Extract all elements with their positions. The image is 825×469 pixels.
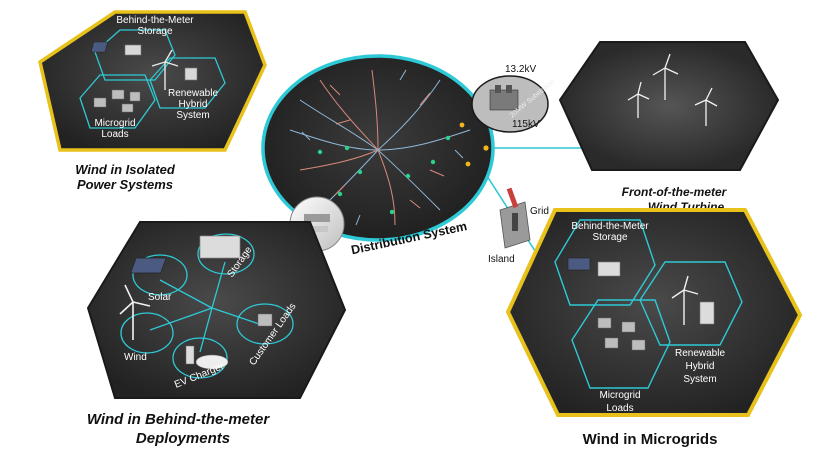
- distribution-nodes: [317, 135, 451, 215]
- switch-island-label: Island: [488, 254, 515, 265]
- isolated-loads-label-2: Loads: [101, 129, 128, 140]
- battery-storage-icon: [597, 261, 715, 325]
- panel-behind-meter: Solar Storage Wind EV Charger Customer L…: [87, 221, 347, 447]
- isolated-storage-label-2: Storage: [137, 26, 172, 37]
- solar-panel-icon: [130, 257, 167, 274]
- substation-icon: [471, 75, 549, 133]
- microgrids-caption: Wind in Microgrids: [583, 431, 718, 448]
- isolated-hybrid-hex: [149, 57, 226, 109]
- behind-meter-links: [120, 233, 294, 379]
- battery-storage-icon: [199, 235, 241, 259]
- microgrids-loads-hex: [571, 299, 671, 389]
- isolated-storage-hex: [94, 29, 176, 81]
- isolated-loads-label-1: Microgrid: [94, 118, 135, 129]
- solar-panel-icon: [567, 257, 591, 271]
- isolated-hybrid-label-1: Renewable: [168, 88, 218, 99]
- distribution-yellow-nodes: [459, 122, 489, 167]
- isolated-hybrid-label-2: Hybrid: [179, 99, 208, 110]
- panel-isolated-power: Behind-the-Meter Storage Renewable Hybri…: [38, 10, 267, 192]
- house-icon: [597, 317, 646, 351]
- wind-turbine-icon: [119, 284, 151, 340]
- substation-kv-low: 115kV: [512, 119, 540, 130]
- panel-front-of-meter: Front-of-the-meter Wind Turbine: [558, 41, 780, 214]
- isolated-storage-label-1: Behind-the-Meter: [116, 15, 194, 26]
- micro-loads-label-2: Loads: [606, 403, 633, 414]
- microgrids-storage-hex: [554, 219, 656, 306]
- switch-icon: [499, 187, 531, 249]
- micro-hybrid-label-2: Hybrid: [686, 361, 715, 372]
- wind-turbine-icon: [627, 53, 718, 126]
- micro-storage-label-2: Storage: [592, 232, 627, 243]
- microgrids-hybrid-hex: [639, 261, 743, 346]
- battery-storage-icon: [124, 44, 198, 81]
- front-of-meter-hex: [558, 41, 780, 171]
- distribution-system: 13.2kV 115kV 20MW Substation Distributio…: [261, 54, 556, 265]
- micro-loads-label-1: Microgrid: [599, 390, 640, 401]
- micro-hybrid-label-3: System: [683, 374, 716, 385]
- micro-hybrid-label-1: Renewable: [675, 348, 725, 359]
- wind-turbine-icon: [151, 49, 179, 90]
- switch-grid-label: Grid: [530, 206, 549, 217]
- isolated-caption-1: Wind in Isolated: [75, 162, 176, 177]
- label-wind: Wind: [124, 352, 147, 363]
- isolated-caption-2: Power Systems: [77, 177, 173, 192]
- panel-microgrids: Behind-the-Meter Storage Renewable Hybri…: [505, 208, 803, 448]
- micro-storage-label-1: Behind-the-Meter: [571, 221, 649, 232]
- solar-panel-icon: [90, 41, 109, 53]
- label-solar: Solar: [148, 292, 172, 303]
- behind-caption-2: Deployments: [136, 430, 230, 447]
- wind-turbine-icon: [671, 275, 699, 325]
- isolated-hybrid-label-3: System: [176, 110, 209, 121]
- behind-caption-1: Wind in Behind-the-meter: [87, 411, 271, 428]
- house-icon: [93, 89, 141, 113]
- microgrids-hex: [505, 208, 803, 417]
- isolated-loads-hex: [79, 74, 156, 129]
- ev-charger-icon: [185, 345, 229, 370]
- house-icon: [257, 313, 273, 327]
- front-caption-1: Front-of-the-meter: [622, 185, 728, 199]
- substation-kv-high: 13.2kV: [505, 64, 536, 75]
